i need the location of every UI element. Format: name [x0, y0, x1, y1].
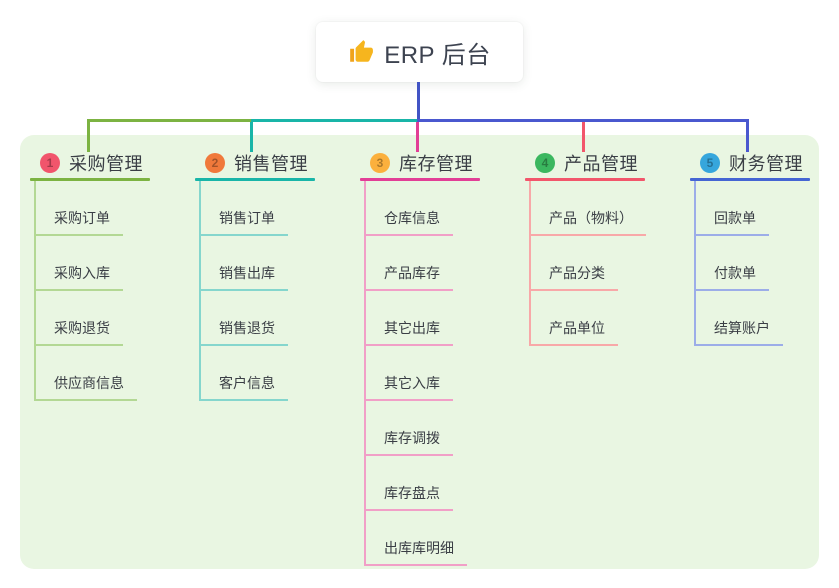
branch-items: 销售订单 销售出库 销售退货 客户信息: [199, 181, 325, 401]
connector-top-green: [87, 119, 251, 122]
branch-underline: [690, 178, 810, 181]
branch-underline: [30, 178, 150, 181]
branch-product-header[interactable]: 4 产品管理: [525, 150, 655, 176]
branch-label: 产品管理: [564, 154, 638, 174]
node-sales-outbound[interactable]: 销售出库: [201, 263, 288, 291]
branch-label: 采购管理: [69, 154, 143, 174]
priority-badge-1: 1: [40, 153, 60, 173]
node-product-material[interactable]: 产品（物料）: [531, 208, 646, 236]
mindmap-panel: [20, 135, 819, 569]
connector-top-teal: [251, 119, 417, 122]
node-payment-form[interactable]: 付款单: [696, 263, 769, 291]
branch-underline: [525, 178, 645, 181]
node-settlement-account[interactable]: 结算账户: [696, 318, 783, 346]
branch-purchase: 1 采购管理 采购订单 采购入库 采购退货 供应商信息: [30, 150, 160, 401]
branch-items: 产品（物料） 产品分类 产品单位: [529, 181, 655, 346]
branch-inventory: 3 库存管理 仓库信息 产品库存 其它出库 其它入库 库存调拨 库存盘点 出库库…: [360, 150, 490, 566]
priority-badge-4: 4: [535, 153, 555, 173]
node-other-outbound[interactable]: 其它出库: [366, 318, 453, 346]
branch-finance-header[interactable]: 5 财务管理: [690, 150, 820, 176]
node-warehouse-info[interactable]: 仓库信息: [366, 208, 453, 236]
connector-drop-4: [582, 122, 585, 152]
priority-badge-5: 5: [700, 153, 720, 173]
node-supplier-info[interactable]: 供应商信息: [36, 373, 137, 401]
branch-items: 采购订单 采购入库 采购退货 供应商信息: [34, 181, 160, 401]
node-customer-info[interactable]: 客户信息: [201, 373, 288, 401]
node-stock-count[interactable]: 库存盘点: [366, 483, 453, 511]
connector-drop-3: [416, 122, 419, 152]
branch-label: 销售管理: [234, 154, 308, 174]
root-title: ERP 后台: [384, 41, 491, 69]
node-other-inbound[interactable]: 其它入库: [366, 373, 453, 401]
branch-underline: [360, 178, 480, 181]
connector-top-blue: [417, 119, 749, 122]
branch-purchase-header[interactable]: 1 采购管理: [30, 150, 160, 176]
branch-sales: 2 销售管理 销售订单 销售出库 销售退货 客户信息: [195, 150, 325, 401]
branch-underline: [195, 178, 315, 181]
branch-inventory-header[interactable]: 3 库存管理: [360, 150, 490, 176]
connector-drop-2: [250, 122, 253, 152]
priority-badge-3: 3: [370, 153, 390, 173]
connector-drop-1: [87, 119, 90, 152]
root-node[interactable]: ERP 后台: [316, 22, 523, 82]
node-sales-order[interactable]: 销售订单: [201, 208, 288, 236]
node-purchase-inbound[interactable]: 采购入库: [36, 263, 123, 291]
branch-finance: 5 财务管理 回款单 付款单 结算账户: [690, 150, 820, 346]
branch-label: 财务管理: [729, 154, 803, 174]
node-product-category[interactable]: 产品分类: [531, 263, 618, 291]
priority-badge-2: 2: [205, 153, 225, 173]
branch-product: 4 产品管理 产品（物料） 产品分类 产品单位: [525, 150, 655, 346]
node-purchase-return[interactable]: 采购退货: [36, 318, 123, 346]
branch-items: 仓库信息 产品库存 其它出库 其它入库 库存调拨 库存盘点 出库库明细: [364, 181, 490, 566]
connector-drop-5: [746, 119, 749, 152]
node-stock-transfer[interactable]: 库存调拨: [366, 428, 453, 456]
node-receipt-form[interactable]: 回款单: [696, 208, 769, 236]
branch-label: 库存管理: [399, 154, 473, 174]
node-in-out-detail[interactable]: 出库库明细: [366, 538, 467, 566]
node-sales-return[interactable]: 销售退货: [201, 318, 288, 346]
branch-sales-header[interactable]: 2 销售管理: [195, 150, 325, 176]
node-product-stock[interactable]: 产品库存: [366, 263, 453, 291]
thumbs-up-icon: [350, 40, 374, 62]
connector-root-stem: [417, 82, 420, 120]
node-purchase-order[interactable]: 采购订单: [36, 208, 123, 236]
node-product-unit[interactable]: 产品单位: [531, 318, 618, 346]
branch-items: 回款单 付款单 结算账户: [694, 181, 820, 346]
